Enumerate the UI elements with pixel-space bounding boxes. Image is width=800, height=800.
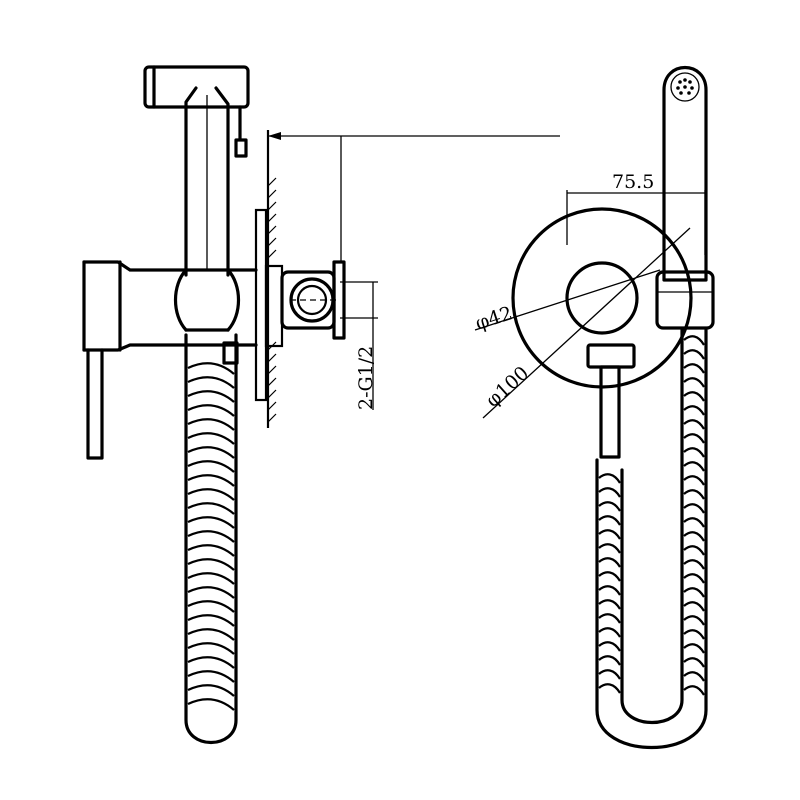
offset-width-label: 75.5 [612, 171, 654, 193]
side-view [82, 65, 346, 744]
spiral-hose-front [595, 328, 708, 749]
rosette-diameter-label: φ100 [482, 362, 534, 412]
body-diameter-label: φ42 [473, 302, 515, 335]
valve-body-front [565, 261, 639, 335]
lever-front [586, 343, 636, 459]
dimension-lines-front: 75.5 φ100 φ42 [473, 171, 706, 419]
wall-section [254, 130, 284, 428]
spiral-hose-side [184, 333, 238, 744]
valve-body-side [82, 260, 258, 460]
front-view [511, 66, 715, 749]
inlet-connector-side [280, 260, 346, 340]
spray-head-front [655, 66, 715, 330]
dimension-lines-side: 2-G1/2 [268, 132, 560, 410]
inlet-thread-label: 2-G1/2 [355, 346, 377, 410]
spray-head-side [143, 65, 250, 277]
